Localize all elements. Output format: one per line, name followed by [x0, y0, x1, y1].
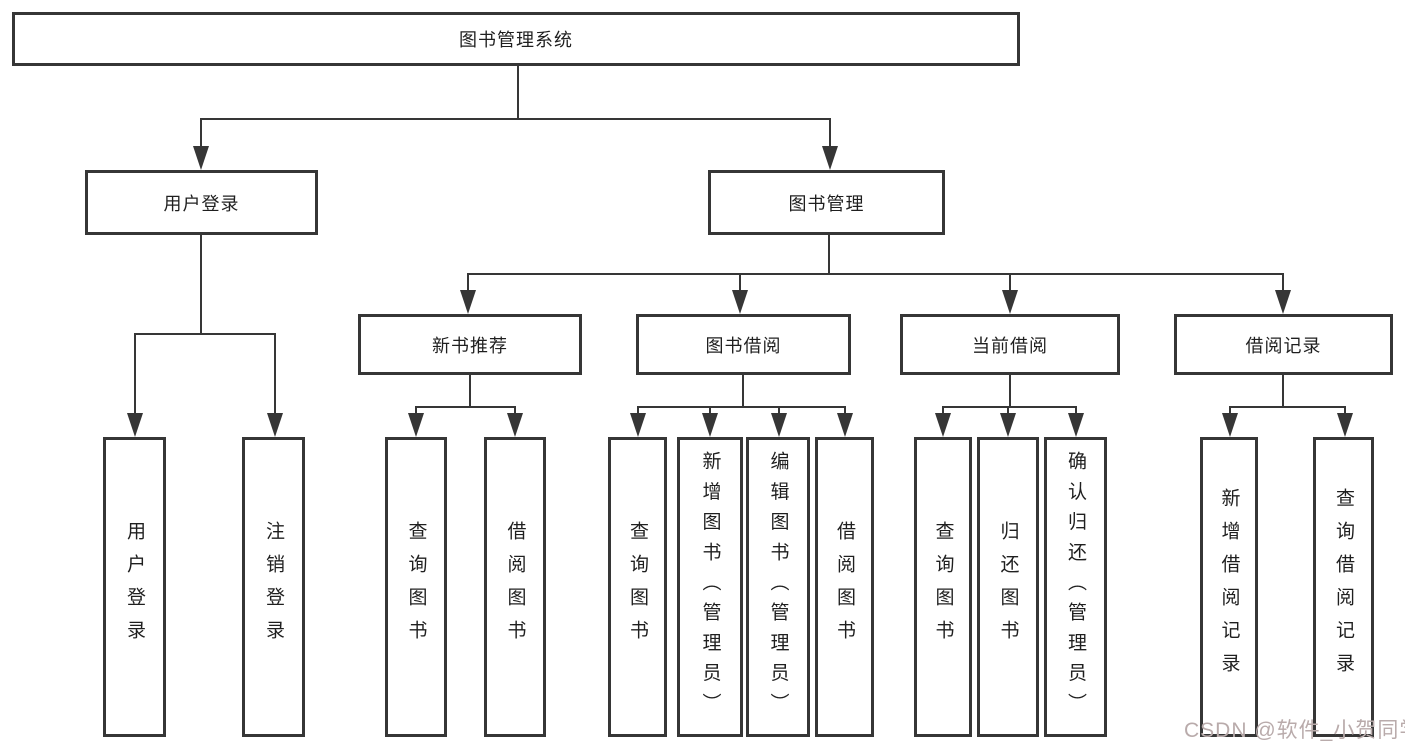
connector-current-borrow-hbar — [942, 406, 1077, 408]
connector-stem-login — [134, 333, 136, 431]
connector-root-hbar — [200, 118, 831, 120]
leaf-confirm-return-admin: 确认归还（管理员） — [1044, 437, 1107, 737]
arrowhead-cb-return-books — [1000, 413, 1016, 437]
leaf-label: 查询图书 — [405, 521, 427, 653]
leaf-label: 用户登录 — [124, 521, 145, 653]
connector-user-login-hbar — [134, 333, 275, 335]
leaf-recommend-borrow-books: 借阅图书 — [484, 437, 546, 737]
leaf-borrow-query-books: 查询图书 — [608, 437, 667, 737]
leaf-logout: 注销登录 — [242, 437, 305, 737]
leaf-current-query-books: 查询图书 — [914, 437, 972, 737]
arrowhead-book-borrow — [732, 290, 748, 314]
arrowhead-br-query-record — [1337, 413, 1353, 437]
arrowhead-new-book-recommend — [460, 290, 476, 314]
arrowhead-logout — [267, 413, 283, 437]
node-label: 图书借阅 — [705, 335, 782, 356]
leaf-label: 借阅图书 — [834, 521, 855, 653]
arrowhead-rec-query-books — [408, 413, 424, 437]
connector-stem-user-login — [200, 118, 202, 164]
arrowhead-bb-borrow-books — [837, 413, 853, 437]
connector-stem-logout — [274, 333, 276, 431]
node-label: 借阅记录 — [1245, 335, 1322, 356]
node-borrow-records: 借阅记录 — [1174, 314, 1393, 375]
connector-user-login-drop — [200, 235, 202, 334]
leaf-user-login: 用户登录 — [103, 437, 166, 737]
leaf-label: 注销登录 — [263, 521, 284, 653]
connector-book-management-hbar — [467, 273, 1284, 275]
leaf-label: 新增图书（管理员） — [699, 451, 721, 723]
leaf-label: 查询借阅记录 — [1333, 488, 1354, 686]
connector-new-book-recommend-drop — [469, 375, 471, 408]
node-book-management: 图书管理 — [708, 170, 945, 235]
leaf-return-books: 归还图书 — [977, 437, 1039, 737]
arrowhead-login — [127, 413, 143, 437]
node-new-book-recommend: 新书推荐 — [358, 314, 582, 375]
node-current-borrow: 当前借阅 — [900, 314, 1120, 375]
node-label: 当前借阅 — [972, 335, 1048, 356]
connector-current-borrow-drop — [1009, 375, 1011, 408]
connector-borrow-records-drop — [1282, 375, 1284, 408]
leaf-label: 借阅图书 — [504, 521, 526, 653]
leaf-edit-books-admin: 编辑图书（管理员） — [746, 437, 810, 737]
leaf-label: 新增借阅记录 — [1218, 488, 1240, 686]
connector-book-borrow-drop — [742, 375, 744, 408]
arrowhead-bb-query-books — [630, 413, 646, 437]
leaf-label: 确认归还（管理员） — [1065, 451, 1086, 723]
node-label: 图书管理系统 — [459, 30, 573, 50]
arrowhead-book-management — [822, 146, 838, 170]
node-label: 图书管理 — [788, 193, 865, 214]
arrowhead-rec-borrow-books — [507, 413, 523, 437]
arrowhead-bb-edit-books — [771, 413, 787, 437]
arrowhead-cb-confirm-return — [1068, 413, 1084, 437]
arrowhead-cb-query-books — [935, 413, 951, 437]
node-label: 新书推荐 — [432, 335, 508, 356]
leaf-borrow-borrow-books: 借阅图书 — [815, 437, 874, 737]
connector-root-drop — [517, 66, 519, 118]
csdn-watermark: CSDN @软件_小贺同学 — [1184, 719, 1405, 742]
leaf-label: 查询图书 — [627, 521, 648, 653]
arrowhead-borrow-records — [1275, 290, 1291, 314]
leaf-label: 查询图书 — [932, 521, 954, 653]
arrowhead-br-add-record — [1222, 413, 1238, 437]
connector-stem-book-management — [829, 118, 831, 164]
connector-new-book-recommend-hbar — [415, 406, 516, 408]
leaf-query-borrow-record: 查询借阅记录 — [1313, 437, 1374, 737]
connector-book-borrow-hbar — [637, 406, 846, 408]
arrowhead-current-borrow — [1002, 290, 1018, 314]
connector-borrow-records-hbar — [1229, 406, 1345, 408]
leaf-add-books-admin: 新增图书（管理员） — [677, 437, 743, 737]
leaf-label: 编辑图书（管理员） — [767, 451, 789, 723]
leaf-label: 归还图书 — [997, 521, 1019, 653]
node-user-login: 用户登录 — [85, 170, 318, 235]
arrowhead-bb-add-books — [702, 413, 718, 437]
node-root-library-management-system: 图书管理系统 — [12, 12, 1020, 66]
arrowhead-user-login — [193, 146, 209, 170]
node-book-borrow: 图书借阅 — [636, 314, 851, 375]
node-label: 用户登录 — [163, 193, 240, 214]
connector-book-management-drop — [828, 235, 830, 275]
leaf-recommend-query-books: 查询图书 — [385, 437, 447, 737]
leaf-add-borrow-record: 新增借阅记录 — [1200, 437, 1258, 737]
